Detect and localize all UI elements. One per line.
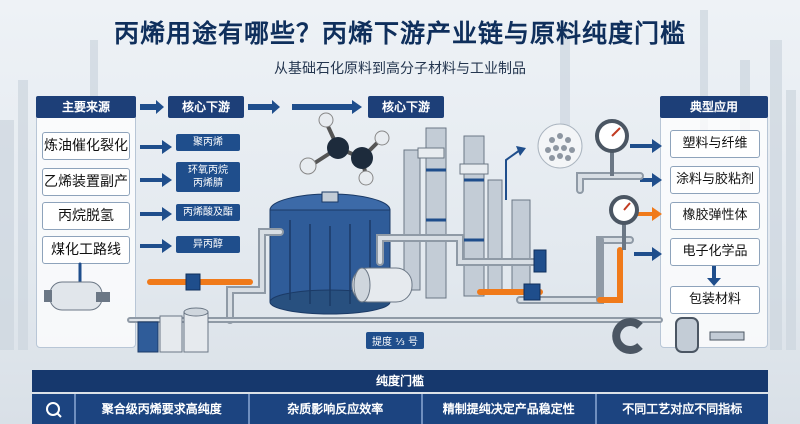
core-downstream-header-center: 核心下游 <box>368 96 444 118</box>
molecule-icon <box>299 112 390 186</box>
page-subtitle: 从基础石化原料到高分子材料与工业制品 <box>274 61 526 77</box>
source-item: 煤化工路线 <box>42 236 130 264</box>
purity-item: 杂质影响反应效率 <box>250 394 423 424</box>
purity-row: 聚合级丙烯要求高纯度 杂质影响反应效率 精制提纯决定产品稳定性 不同工艺对应不同… <box>32 394 768 424</box>
sources-header: 主要来源 <box>36 96 136 118</box>
source-item: 炼油催化裂化 <box>42 132 130 160</box>
purity-item: 聚合级丙烯要求高纯度 <box>76 394 250 424</box>
application-item: 橡胶弹性体 <box>670 202 760 230</box>
purity-tag: 提度 ⅓ 号 <box>366 332 425 349</box>
purity-item: 精制提纯决定产品稳定性 <box>423 394 597 424</box>
application-item: 包装材料 <box>670 286 760 314</box>
purity-item: 不同工艺对应不同指标 <box>622 402 743 416</box>
applications-header: 典型应用 <box>660 96 768 118</box>
page-title: 丙烯用途有哪些？丙烯下游产业链与原料纯度门槛 <box>113 19 686 48</box>
application-item: 涂料与胶粘剂 <box>670 166 760 194</box>
application-item: 电子化学品 <box>670 238 760 266</box>
product-item: 丙烯酸及酯 <box>176 204 240 221</box>
search-gear-icon <box>32 394 76 424</box>
pressure-gauge-icon <box>595 119 639 250</box>
purity-banner: 纯度门槛 <box>32 370 768 392</box>
application-item: 塑料与纤维 <box>670 130 760 158</box>
source-item: 丙烷脱氢 <box>42 202 130 230</box>
source-item: 乙烯装置副产 <box>42 168 130 196</box>
product-item: 环氧丙烷 丙烯腈 <box>176 162 240 192</box>
pellets-icon <box>537 123 583 169</box>
product-item: 异丙醇 <box>176 236 240 253</box>
product-item: 聚丙烯 <box>176 134 240 151</box>
core-downstream-header-left: 核心下游 <box>168 96 244 118</box>
